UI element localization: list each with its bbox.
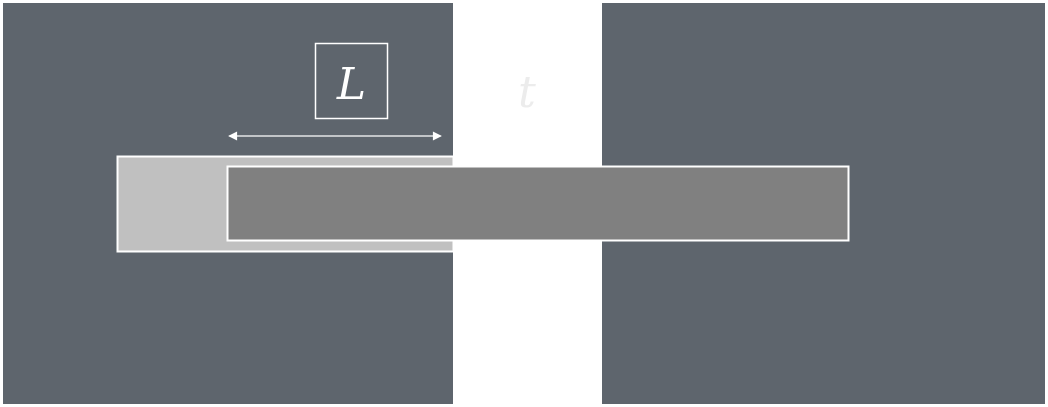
inner-bar bbox=[226, 165, 850, 242]
length-label: L bbox=[336, 59, 366, 110]
length-label-box bbox=[314, 42, 389, 120]
thickness-label: t bbox=[518, 67, 536, 118]
